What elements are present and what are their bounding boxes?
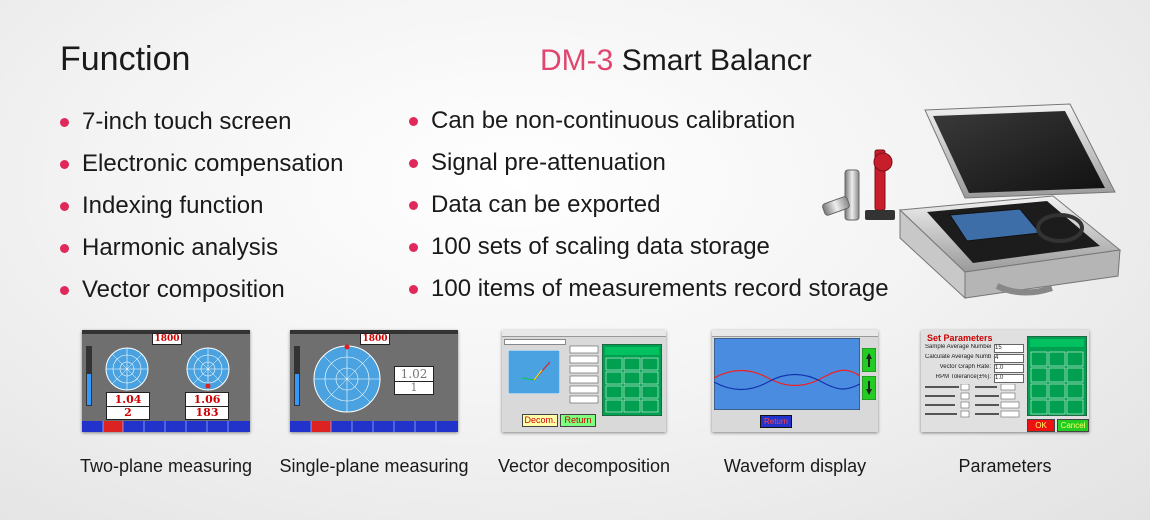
plane-b-amplitude: 1.06 xyxy=(185,392,229,407)
return-button[interactable]: Return xyxy=(560,414,596,427)
product-title: DM-3 Smart Balancr xyxy=(540,44,812,78)
polar-plot-right xyxy=(186,347,230,391)
feature-item: 100 items of measurements record storage xyxy=(409,268,889,310)
plane-a-amplitude: 1.04 xyxy=(106,392,150,407)
plane-a-angle: 2 xyxy=(106,406,150,420)
feature-item: 100 sets of scaling data storage xyxy=(409,226,889,268)
function-button-bar[interactable] xyxy=(82,421,250,432)
signal-level-bar xyxy=(294,346,300,406)
bullet-icon xyxy=(409,116,418,126)
numeric-keypad[interactable] xyxy=(1027,336,1087,416)
two-plane-screen: 1800 1.04 2 1.06 183 xyxy=(82,330,250,432)
waveform-screen: Return xyxy=(712,330,878,432)
feature-text: Indexing function xyxy=(82,192,264,219)
feature-item: Can be non-continuous calibration xyxy=(409,100,889,142)
bullet-icon xyxy=(60,243,69,253)
title-bar xyxy=(712,330,878,337)
two-plane-caption: Two-plane measuring xyxy=(79,456,253,476)
parameters-caption: Parameters xyxy=(958,456,1052,476)
polar-plot-left xyxy=(105,347,149,391)
feature-item: Harmonic analysis xyxy=(60,227,343,269)
signal-level-bars xyxy=(86,346,92,406)
more-parameter-fields[interactable] xyxy=(925,384,1025,420)
vector-decomposition-caption: Vector decomposition xyxy=(497,456,671,476)
feature-text: Electronic compensation xyxy=(82,150,344,177)
single-plane-screen: 1800 1.02 1 xyxy=(290,330,458,432)
feature-list-left: 7-inch touch screen Electronic compensat… xyxy=(60,101,343,311)
param-value[interactable]: 4 xyxy=(994,354,1024,363)
feature-item: Data can be exported xyxy=(409,184,889,226)
param-label: Calculate Average Number: xyxy=(925,354,991,360)
function-heading: Function xyxy=(60,40,191,78)
polar-plot xyxy=(313,344,381,413)
rpm-display: 1800 xyxy=(152,333,182,345)
plane-b-angle: 183 xyxy=(185,406,229,420)
ok-button[interactable]: OK xyxy=(1027,419,1055,432)
feature-item: Vector composition xyxy=(60,269,343,311)
angle-value: 1 xyxy=(394,381,434,395)
title-bar xyxy=(502,330,666,337)
bullet-icon xyxy=(60,159,69,169)
feature-item: Indexing function xyxy=(60,185,343,227)
param-label: Sample Average Number: xyxy=(925,344,991,350)
function-button-bar[interactable] xyxy=(290,421,458,432)
product-model: DM-3 xyxy=(540,44,614,77)
input-fields[interactable] xyxy=(564,344,600,404)
rpm-display: 1800 xyxy=(360,333,390,345)
scroll-up-arrow-icon[interactable] xyxy=(862,348,876,372)
decom-button[interactable]: Decom. xyxy=(522,414,558,427)
parameters-title: Set Parameters xyxy=(927,333,993,343)
param-value[interactable]: 1.0 xyxy=(994,364,1024,373)
feature-text: 100 items of measurements record storage xyxy=(431,275,889,302)
scroll-down-arrow-icon[interactable] xyxy=(862,376,876,400)
cancel-button[interactable]: Cancel xyxy=(1057,419,1089,432)
feature-item: Electronic compensation xyxy=(60,143,343,185)
feature-text: Signal pre-attenuation xyxy=(431,149,666,176)
single-plane-caption: Single-plane measuring xyxy=(279,456,469,476)
waveform-caption: Waveform display xyxy=(723,456,867,476)
title-bar xyxy=(290,330,458,334)
param-label: RPM Tolerance(±%): xyxy=(935,374,991,380)
bullet-icon xyxy=(60,201,69,211)
feature-text: Vector composition xyxy=(82,276,285,303)
bullet-icon xyxy=(409,242,418,252)
feature-item: 7-inch touch screen xyxy=(60,101,343,143)
bullet-icon xyxy=(409,284,418,294)
numeric-keypad[interactable] xyxy=(602,344,662,416)
feature-text: Can be non-continuous calibration xyxy=(431,107,796,134)
balancer-case-image xyxy=(822,103,1122,300)
feature-text: Harmonic analysis xyxy=(82,234,279,261)
feature-text: Data can be exported xyxy=(431,191,661,218)
waveform-plot xyxy=(714,338,860,410)
feature-list-right: Can be non-continuous calibration Signal… xyxy=(409,100,889,310)
bullet-icon xyxy=(60,117,69,127)
feature-item: Signal pre-attenuation xyxy=(409,142,889,184)
return-button[interactable]: Return xyxy=(760,415,792,428)
bullet-icon xyxy=(409,200,418,210)
param-value[interactable]: 15 xyxy=(994,344,1024,353)
parameters-screen: Set Parameters Sample Average Number: 15… xyxy=(921,330,1089,432)
tab-strip xyxy=(504,339,566,345)
param-value[interactable]: 1.0 xyxy=(994,374,1024,383)
bullet-icon xyxy=(409,158,418,168)
vector-graph xyxy=(508,350,560,394)
bullet-icon xyxy=(60,285,69,295)
feature-text: 7-inch touch screen xyxy=(82,108,292,135)
product-name: Smart Balancr xyxy=(621,44,812,77)
feature-text: 100 sets of scaling data storage xyxy=(431,233,770,260)
param-label: Vector Graph Rate: xyxy=(939,364,991,370)
title-bar xyxy=(82,330,250,334)
amplitude-value: 1.02 xyxy=(394,366,434,382)
vector-decomposition-screen: Decom. Return xyxy=(502,330,666,432)
